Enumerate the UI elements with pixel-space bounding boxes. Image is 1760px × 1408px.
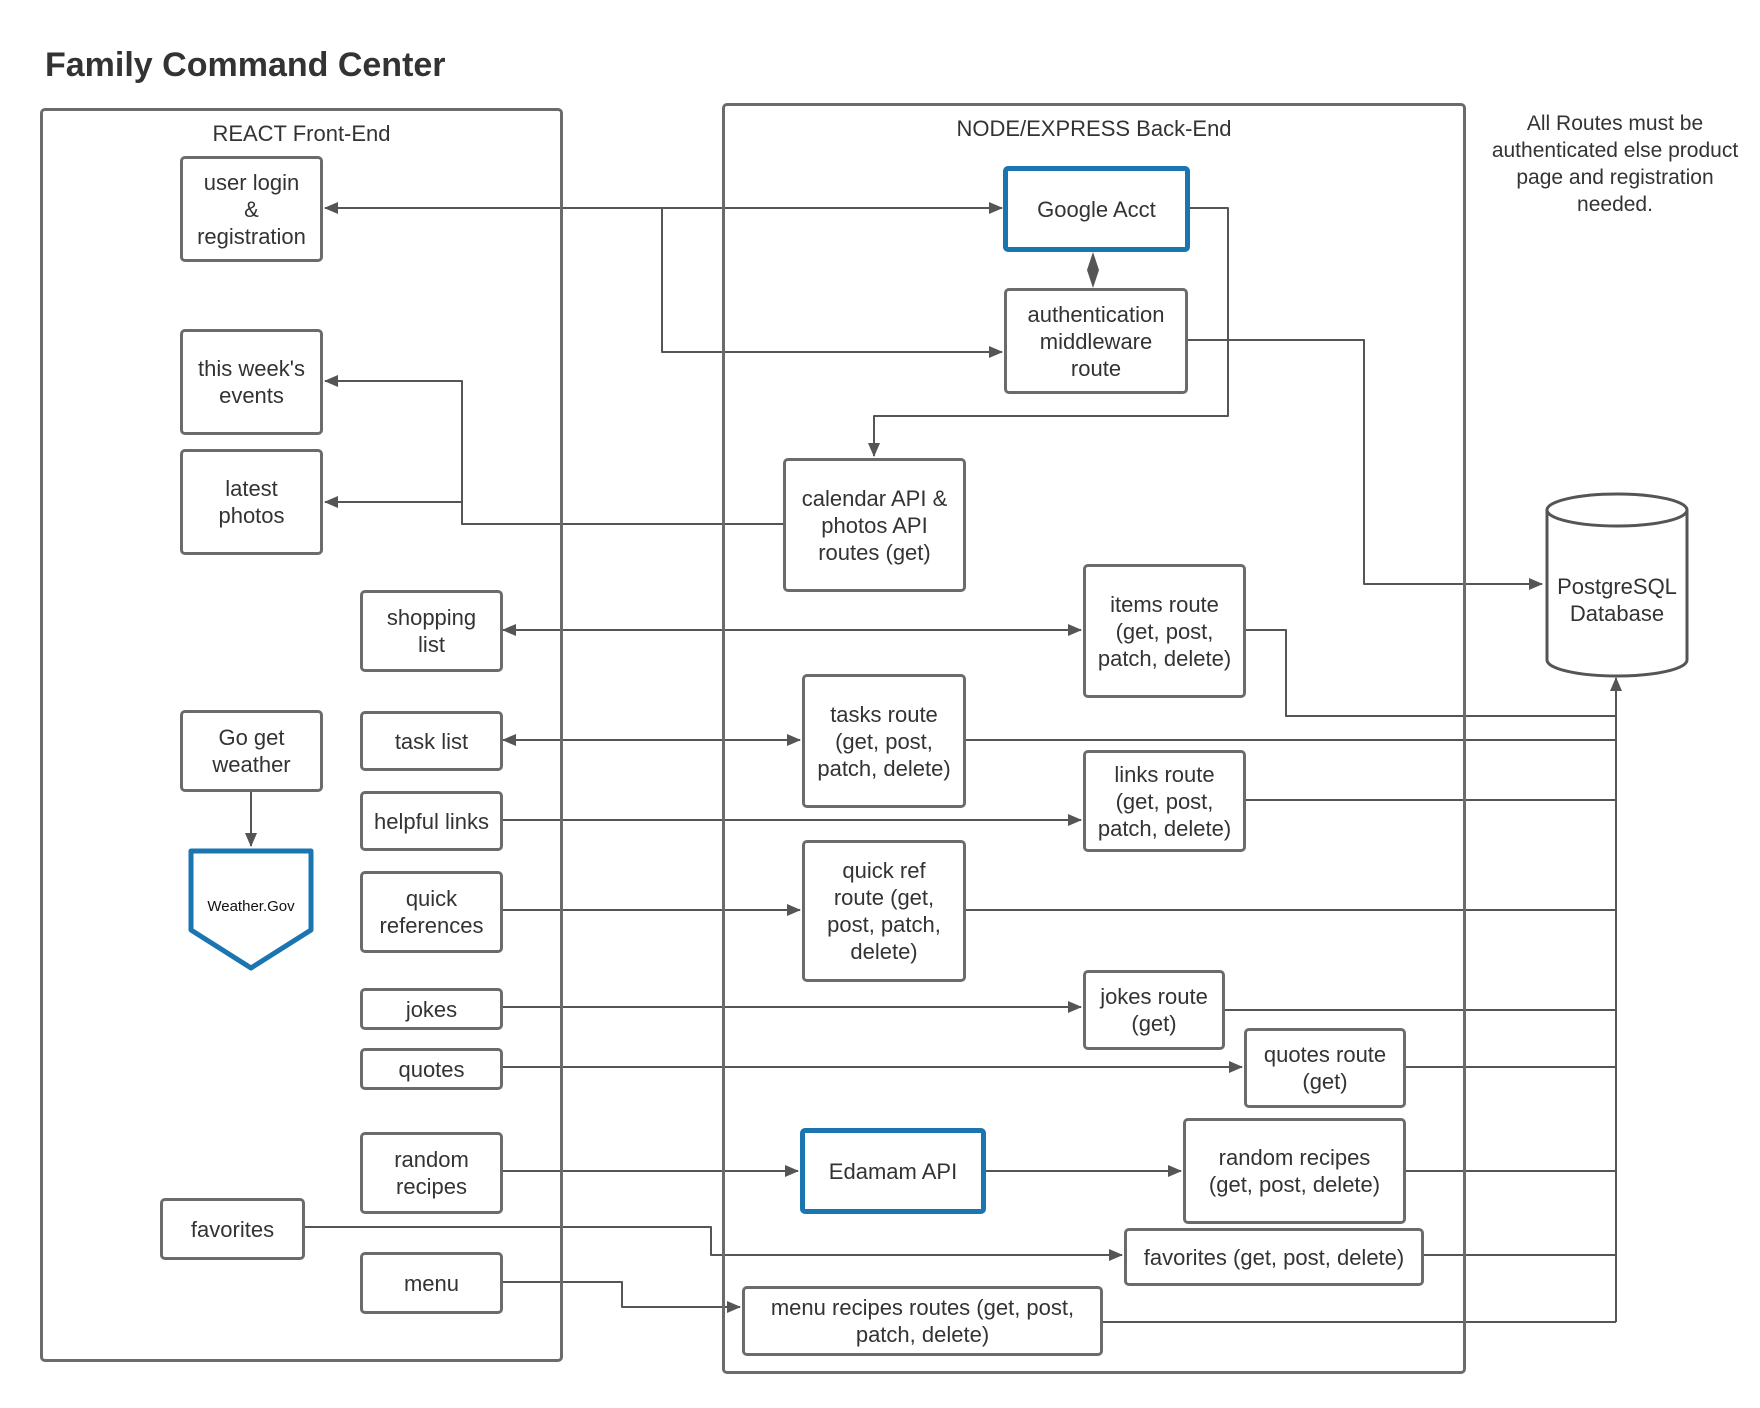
diamond-connector: [1087, 252, 1099, 288]
page-title: Family Command Center: [45, 46, 446, 84]
weather-box[interactable]: Go get weather: [180, 710, 323, 792]
helpful-links-box[interactable]: helpful links: [360, 791, 503, 851]
items-route-box[interactable]: items route (get, post, patch, delete): [1083, 564, 1246, 698]
quotes-box[interactable]: quotes: [360, 1048, 503, 1090]
edge-login-auth: [661, 208, 1003, 358]
auth-middleware-box[interactable]: authentication middleware route: [1004, 288, 1188, 394]
quickref-route-box[interactable]: quick ref route (get, post, patch, delet…: [802, 840, 966, 982]
tasks-route-box[interactable]: tasks route (get, post, patch, delete): [802, 674, 966, 808]
events-box[interactable]: this week's events: [180, 329, 323, 435]
favorites-box[interactable]: favorites: [160, 1198, 305, 1260]
quotes-route-box[interactable]: quotes route (get): [1244, 1028, 1406, 1108]
links-route-box[interactable]: links route (get, post, patch, delete): [1083, 750, 1246, 852]
shopping-list-box[interactable]: shopping list: [360, 590, 503, 672]
weathergov-label: Weather.Gov: [207, 897, 295, 915]
auth-note: All Routes must be authenticated else pr…: [1491, 112, 1739, 216]
edge-google-calendar: [868, 207, 1229, 457]
jokes-route-box[interactable]: jokes route (get): [1083, 970, 1225, 1050]
edge-calendar-events: [324, 375, 783, 525]
frontend-label: REACT Front-End: [212, 121, 391, 146]
database-cylinder: [1545, 492, 1689, 678]
favorites-route-box[interactable]: favorites (get, post, delete): [1124, 1228, 1424, 1286]
task-list-box[interactable]: task list: [360, 711, 503, 771]
menu-box[interactable]: menu: [360, 1252, 503, 1314]
frontend-container: REACT Front-End: [40, 108, 563, 1362]
edge-items-db: [1244, 629, 1616, 717]
backend-label: NODE/EXPRESS Back-End: [956, 116, 1232, 141]
random-recipes-route-box[interactable]: random recipes (get, post, delete): [1183, 1118, 1406, 1224]
login-box[interactable]: user login & registration: [180, 156, 323, 262]
random-recipes-box[interactable]: random recipes: [360, 1132, 503, 1214]
weathergov-shape: [188, 848, 314, 971]
edge-favorites-route: [305, 1226, 1123, 1261]
edge-auth-db: [1188, 339, 1543, 590]
postgresql-database-label: PostgreSQL Database: [1557, 574, 1677, 626]
google-acct-box[interactable]: Google Acct: [1003, 166, 1190, 252]
jokes-box[interactable]: jokes: [360, 988, 503, 1030]
edamam-api-box[interactable]: Edamam API: [800, 1128, 986, 1214]
backend-container: NODE/EXPRESS Back-End: [722, 103, 1466, 1374]
photos-box[interactable]: latest photos: [180, 449, 323, 555]
quick-references-box[interactable]: quick references: [360, 871, 503, 953]
calendar-photos-route-box[interactable]: calendar API & photos API routes (get): [783, 458, 966, 592]
menu-recipes-route-box[interactable]: menu recipes routes (get, post, patch, d…: [742, 1286, 1103, 1356]
